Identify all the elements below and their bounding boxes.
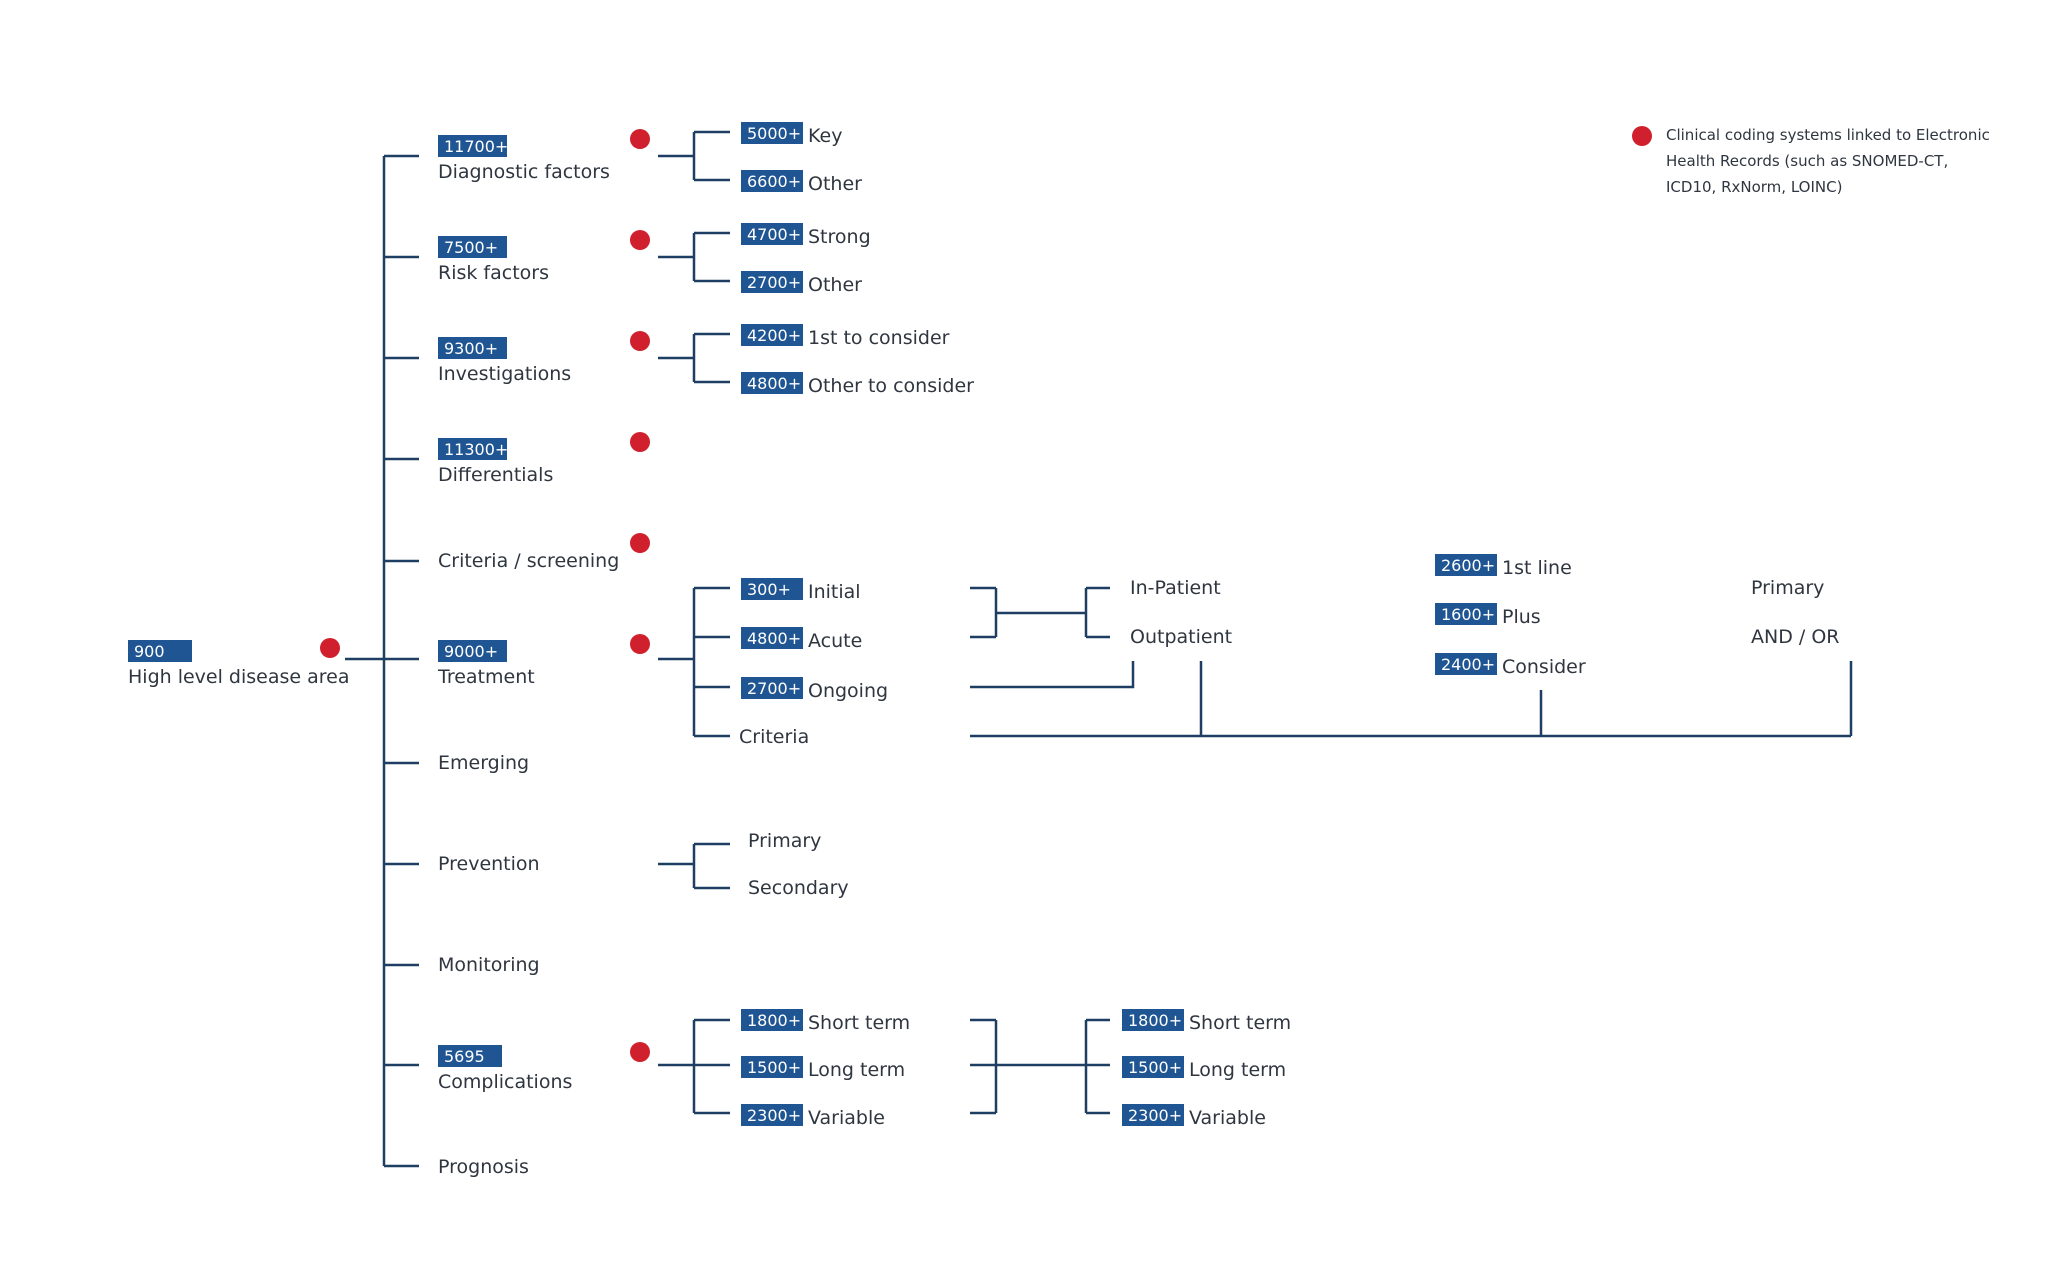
- setting-label: In-Patient: [1130, 577, 1221, 599]
- sub-count-badge: 2700+: [741, 271, 803, 293]
- sub-count-badge: 6600+: [741, 170, 803, 192]
- sub-label: Key: [808, 125, 843, 147]
- complications-bracket: [658, 1018, 730, 1115]
- treatment-count-badge: 4800+: [741, 627, 803, 649]
- category-label: Investigations: [438, 363, 572, 385]
- sub-count-badge: 4200+: [741, 324, 803, 346]
- complication-count-badge: 1500+: [1122, 1056, 1184, 1078]
- category-label: Emerging: [438, 752, 530, 774]
- criteria-connector: [970, 661, 1853, 738]
- complication-label: Variable: [808, 1107, 885, 1129]
- sub-label: Strong: [808, 226, 871, 248]
- treatment-label: Criteria: [739, 726, 810, 748]
- category-label: Diagnostic factors: [438, 161, 610, 183]
- treatment-label: Ongoing: [808, 680, 889, 702]
- line-label: Plus: [1502, 606, 1541, 628]
- line-count-badge: 2600+: [1435, 554, 1497, 576]
- complication-count-badge: 2300+: [741, 1104, 803, 1126]
- complications-second-bracket: [970, 1018, 1110, 1115]
- and-or-label: AND / OR: [1751, 626, 1840, 648]
- root-label: High level disease area: [128, 666, 350, 688]
- primary-label: Primary: [1751, 577, 1825, 599]
- line-label: 1st line: [1502, 557, 1572, 579]
- root-count-badge: 900: [128, 640, 192, 662]
- coding-dot: [630, 634, 650, 654]
- prevention-label: Secondary: [748, 877, 849, 899]
- diagnostic-bracket: [658, 130, 730, 182]
- coding-dot: [630, 1042, 650, 1062]
- sub-label: Other: [808, 173, 862, 195]
- category-label: Complications: [438, 1071, 573, 1093]
- complication-label: Short term: [808, 1012, 911, 1034]
- coding-dot: [630, 331, 650, 351]
- category-count-badge: 11700+: [438, 135, 508, 157]
- category-count-badge: 7500+: [438, 236, 507, 258]
- coding-dot: [630, 129, 650, 149]
- treatment-count-badge: 2700+: [741, 677, 803, 699]
- setting-bracket: [970, 586, 1110, 639]
- category-label: Prevention: [438, 853, 540, 875]
- complication-label: Short term: [1189, 1012, 1292, 1034]
- category-count-badge: 9300+: [438, 337, 507, 359]
- setting-label: Outpatient: [1130, 626, 1233, 648]
- complication-label: Long term: [808, 1059, 906, 1081]
- coding-dot: [630, 432, 650, 452]
- sub-count-badge: 4800+: [741, 372, 803, 394]
- prevention-bracket: [658, 842, 730, 890]
- category-label: Criteria / screening: [438, 550, 620, 572]
- sub-count-badge: 5000+: [741, 122, 803, 144]
- complication-count-badge: 2300+: [1122, 1104, 1184, 1126]
- complication-count-badge: 1800+: [741, 1009, 803, 1031]
- ongoing-connector: [970, 661, 1135, 689]
- prevention-label: Primary: [748, 830, 822, 852]
- sub-label: Other: [808, 274, 862, 296]
- coding-dot: [630, 230, 650, 250]
- category-label: Treatment: [438, 666, 535, 688]
- category-label: Differentials: [438, 464, 554, 486]
- risk-bracket: [658, 231, 730, 283]
- line-count-badge: 1600+: [1435, 603, 1497, 625]
- treatment-bracket: [658, 586, 730, 738]
- category-count-badge: 9000+: [438, 640, 507, 662]
- complication-label: Long term: [1189, 1059, 1287, 1081]
- coding-dot: [630, 533, 650, 553]
- complication-count-badge: 1500+: [741, 1056, 803, 1078]
- category-count-badge: 5695: [438, 1045, 502, 1067]
- sub-label: Other to consider: [808, 375, 974, 397]
- line-label: Consider: [1502, 656, 1586, 678]
- category-label: Prognosis: [438, 1156, 529, 1178]
- complication-count-badge: 1800+: [1122, 1009, 1184, 1031]
- category-count-badge: 11300+: [438, 438, 508, 460]
- treatment-label: Initial: [808, 581, 861, 603]
- category-label: Monitoring: [438, 954, 540, 976]
- treatment-label: Acute: [808, 630, 863, 652]
- complication-label: Variable: [1189, 1107, 1266, 1129]
- category-label: Risk factors: [438, 262, 549, 284]
- investigations-bracket: [658, 332, 730, 384]
- legend-text: Clinical coding systems linked to Electr…: [1666, 126, 1990, 196]
- legend-dot-icon: [1632, 126, 1652, 146]
- sub-label: 1st to consider: [808, 327, 950, 349]
- line-count-badge: 2400+: [1435, 653, 1497, 675]
- category-ticks: [384, 154, 419, 1168]
- sub-count-badge: 4700+: [741, 223, 803, 245]
- treatment-count-badge: 300+: [741, 578, 803, 600]
- coding-dot: [320, 638, 340, 658]
